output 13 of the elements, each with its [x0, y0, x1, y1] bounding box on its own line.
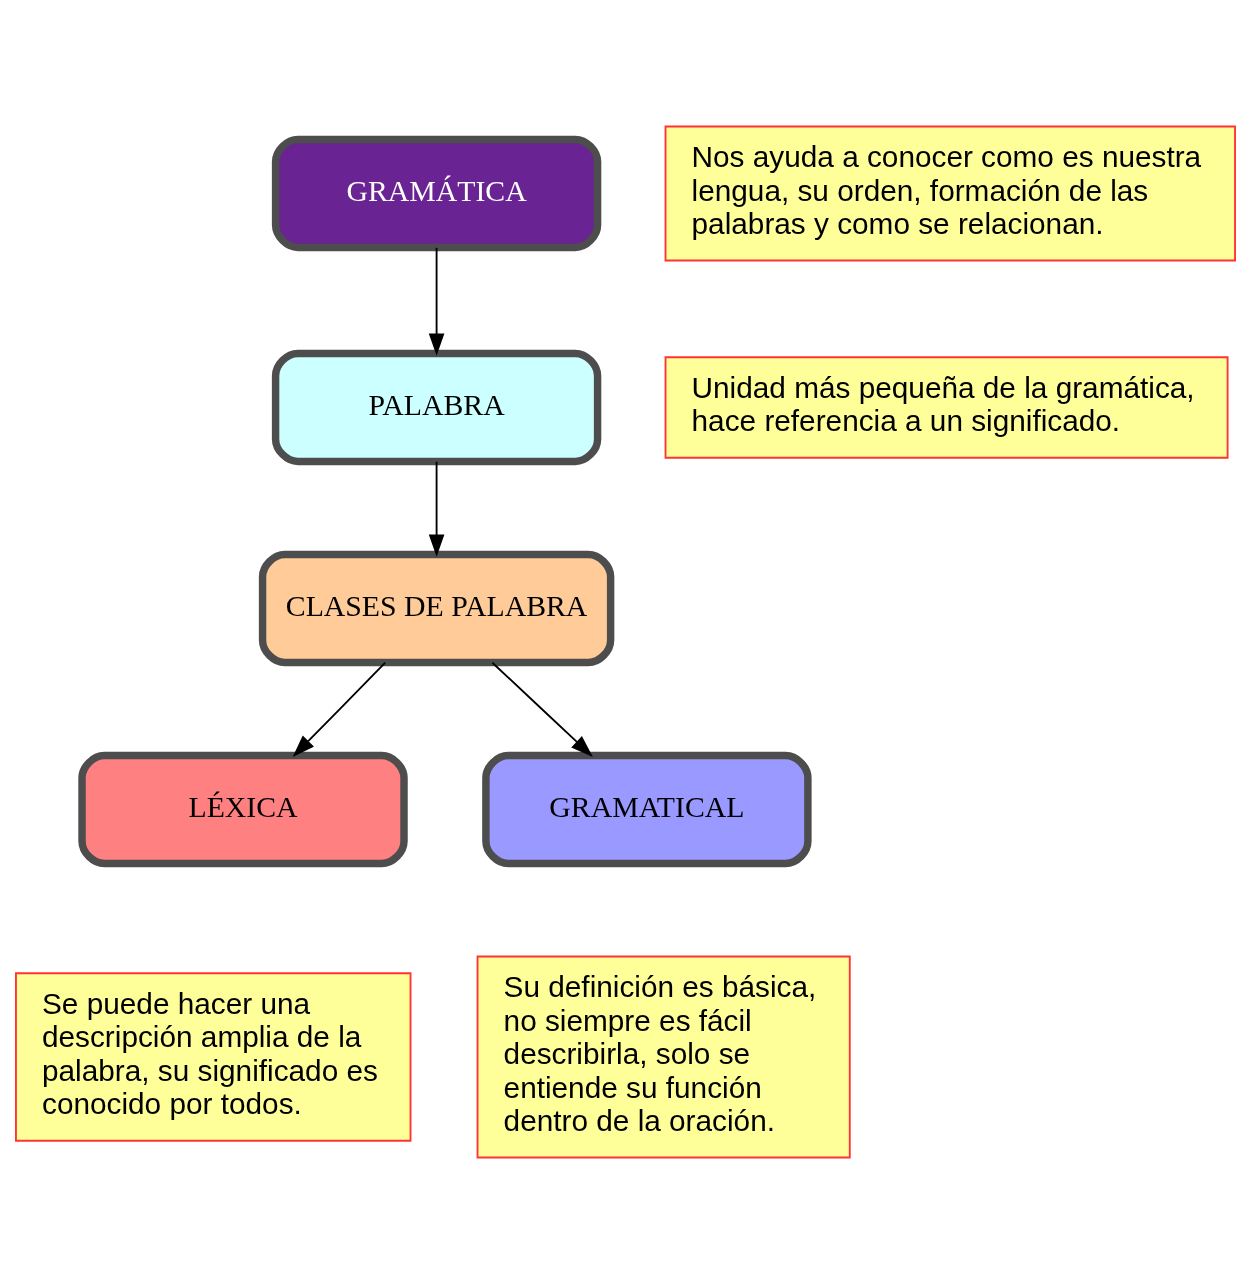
node-box: Su definición es básica, no siempre es fácil describirla, solo se entiende su función dentro de la oración.: [476, 955, 851, 1158]
node-box: PALABRA: [271, 349, 602, 465]
arrow: [491, 661, 593, 757]
node-box: GRAMATICAL: [482, 751, 812, 867]
node-box: Unidad más pequeña de la gramática, hace referencia a un significado.: [664, 355, 1229, 459]
arrow: [292, 661, 387, 757]
arrow: [428, 246, 445, 356]
node-box: LÉXICA: [78, 751, 408, 867]
node-box: Nos ayuda a conocer como es nuestra lengua, su orden, formación de las palabras y como se relacionan.: [664, 125, 1236, 261]
node-box: GRAMÁTICA: [271, 135, 602, 251]
node-box: CLASES DE PALABRA: [258, 550, 615, 666]
node-box: Se puede hacer una descripción amplia de la palabra, su significado es conocido por todos.: [15, 971, 412, 1142]
arrow: [428, 460, 445, 557]
